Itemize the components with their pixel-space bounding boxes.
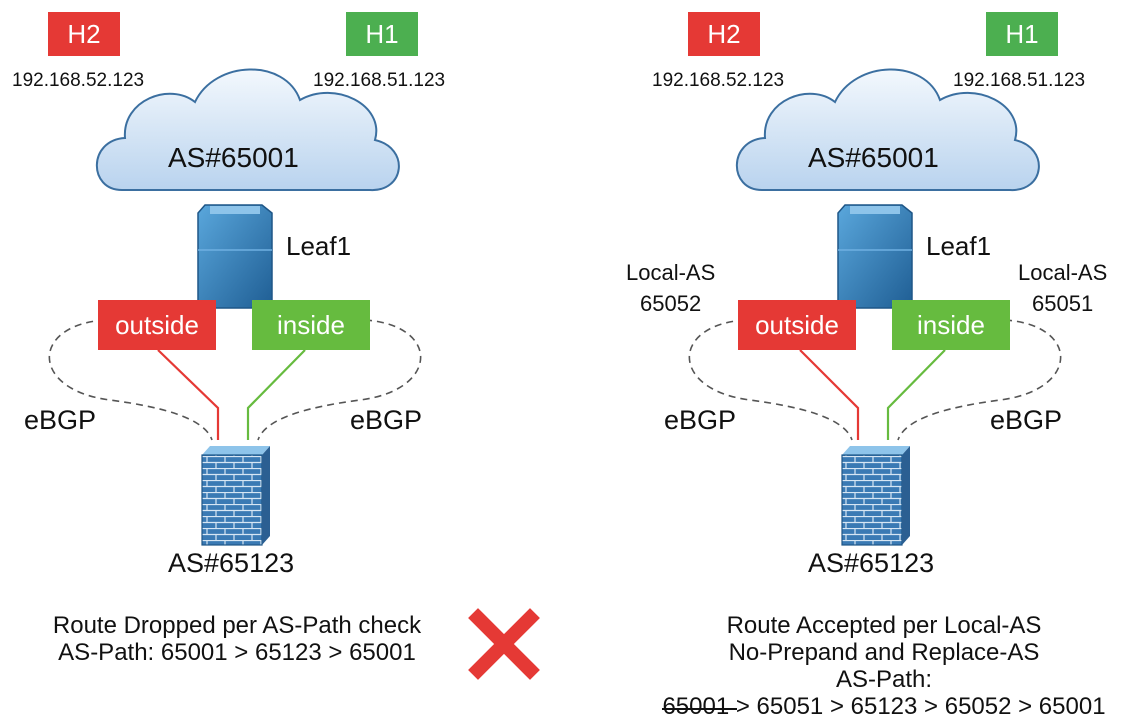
result-accepted-line3: AS-Path: [835,666,933,693]
ebgp-right-label: eBGP [350,405,423,435]
local-as-inside-title: Local-AS [1018,260,1108,285]
cloud-as-label: AS#65001 [808,142,939,173]
host-h1: H1 [986,12,1058,56]
right-panel-local-as: H2 192.168.52.123 H1 192.168.51.123 AS#6… [626,0,1139,726]
firewall-as-label: AS#65123 [168,548,295,578]
cloud-as-label: AS#65001 [168,142,299,173]
ebgp-right-label: eBGP [990,405,1063,435]
host-h2-ip: 192.168.52.123 [12,70,145,91]
inside-interface: inside [252,300,370,350]
struck-as-number: 65001 [662,693,737,720]
host-h1-ip: 192.168.51.123 [313,70,446,91]
firewall-as-label: AS#65123 [808,548,935,578]
left-firewall-icon [201,446,270,546]
left-cloud-icon [95,68,400,192]
inside-interface-label: inside [277,309,345,340]
host-h2-ip: 192.168.52.123 [652,70,785,91]
inside-interface: inside [892,300,1010,350]
result-dropped: Route Dropped per AS-Path check AS-Path:… [6,612,468,666]
host-h1: H1 [346,12,418,56]
host-h2: H2 [48,12,120,56]
right-firewall-icon [841,446,910,546]
host-h1-ip: 192.168.51.123 [953,70,1086,91]
local-as-inside: Local-AS 65051 [1018,257,1107,319]
host-h1-label: H1 [1005,18,1039,49]
right-switch-icon [837,204,913,309]
result-accepted: Route Accepted per Local-AS No-Prepand a… [640,612,1128,720]
result-accepted-line1: Route Accepted per Local-AS [726,612,1042,639]
right-cloud-icon [735,68,1040,192]
left-bgp-links [48,319,422,441]
left-panel-no-local-as: H2 192.168.52.123 H1 192.168.51.123 AS#6… [6,12,468,666]
result-dropped-line1: Route Dropped per AS-Path check [52,612,422,639]
host-h2: H2 [688,12,760,56]
local-as-outside-value: 65052 [640,291,702,316]
leaf-switch-label: Leaf1 [926,231,992,261]
left-switch-icon [197,204,273,309]
ebgp-left-label: eBGP [664,405,737,435]
right-bgp-links [688,319,1062,441]
leaf-switch-label: Leaf1 [286,231,352,261]
local-as-outside-title: Local-AS [626,260,716,285]
outside-interface-label: outside [115,309,199,340]
outside-interface: outside [738,300,856,350]
local-as-outside: Local-AS 65052 [626,257,715,319]
result-accepted-line2: No-Prepand and Replace-AS [728,639,1040,666]
host-h1-label: H1 [365,18,399,49]
local-as-inside-value: 65051 [1032,291,1094,316]
inside-interface-label: inside [917,309,985,340]
reject-x-icon [468,608,540,680]
outside-interface: outside [98,300,216,350]
outside-interface-label: outside [755,309,839,340]
as-path-remainder: > 65051 > 65123 > 65052 > 65001 [729,693,1106,720]
ebgp-left-label: eBGP [24,405,97,435]
host-h2-label: H2 [67,18,101,49]
host-h2-label: H2 [707,18,741,49]
result-dropped-line2: AS-Path: 65001 > 65123 > 65001 [58,639,416,666]
result-accepted-path: 65001 > 65051 > 65123 > 65052 > 65001 [640,693,1128,720]
